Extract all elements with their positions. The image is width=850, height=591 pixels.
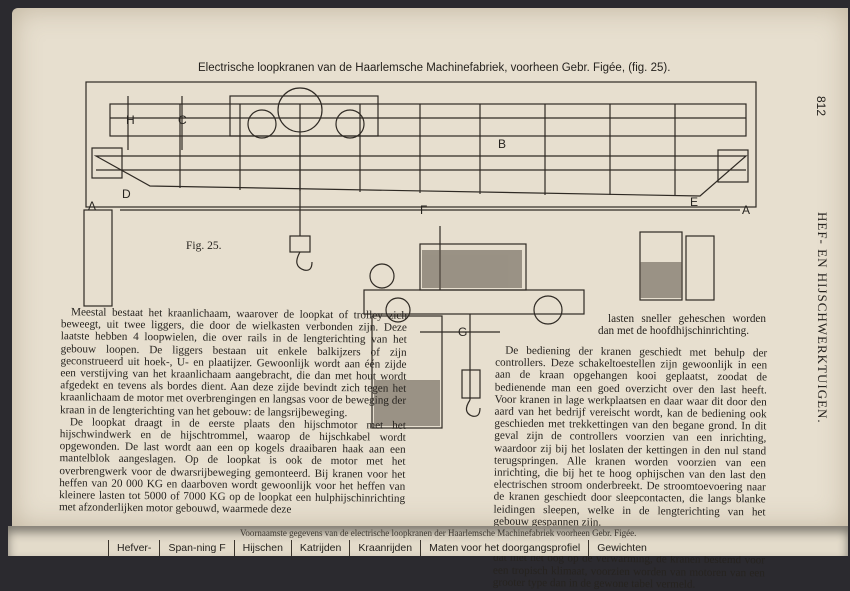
pillar-left — [83, 209, 113, 307]
paragraph: Meestal bestaat het kraanlichaam, waarov… — [59, 306, 408, 419]
paragraph: lasten sneller geheschen worden dan met … — [598, 313, 766, 338]
table-header-row: Hefver- Span-ning F Hijschen Katrijden K… — [108, 540, 655, 556]
running-head: HEF- EN HIJSCHWERKTUIGEN. — [815, 212, 830, 424]
table-header-cell: Maten voor het doorgangsprofiel — [420, 540, 588, 556]
table-title: Voornaamste gegevens van de electrische … — [240, 528, 637, 538]
operator-cage — [371, 315, 443, 429]
drawing-letter-g: G — [458, 325, 467, 339]
table-header-cell: Katrijden — [290, 540, 349, 556]
table-header-cell: Span-ning F — [159, 540, 233, 556]
right-text-continuation: lasten sneller geheschen worden dan met … — [598, 313, 766, 337]
girder-top — [109, 103, 747, 137]
drawing-letter-d: D — [122, 187, 131, 201]
figure-label: Fig. 25. — [186, 240, 222, 252]
girder-truss — [93, 155, 748, 197]
drawing-letter-a-right: A — [742, 203, 750, 217]
trolley-drum — [277, 87, 323, 133]
crane-hook — [296, 251, 313, 271]
hook-block — [289, 235, 311, 253]
left-text-column: Meestal bestaat het kraanlichaam, waarov… — [59, 306, 407, 517]
paragraph: De loopkat draagt in de eerste plaats de… — [58, 416, 406, 516]
drawing-letter-h: H — [126, 113, 135, 127]
drawing-letter-c: C — [178, 113, 187, 127]
drawing-letter-e: E — [690, 195, 698, 209]
next-page-edge — [8, 526, 848, 556]
table-header-cell: Hefver- — [108, 540, 159, 556]
table-header-cell: Kraanrijden — [349, 540, 420, 556]
drawing-letter-f: F — [420, 203, 427, 217]
drawing-frame — [85, 81, 757, 208]
drawing-letter-b: B — [498, 137, 506, 151]
figure-caption: Electrische loopkranen van de Haarlemsch… — [198, 62, 671, 74]
table-header-cell: Gewichten — [588, 540, 655, 556]
page-number: 812 — [814, 96, 828, 117]
drawing-letter-a-left: A — [88, 199, 96, 213]
paragraph: De bediening der kranen geschiedt met be… — [493, 344, 768, 529]
crane-technical-drawing: H C B D A F E A G — [83, 81, 757, 429]
table-header-cell: Hijschen — [233, 540, 291, 556]
